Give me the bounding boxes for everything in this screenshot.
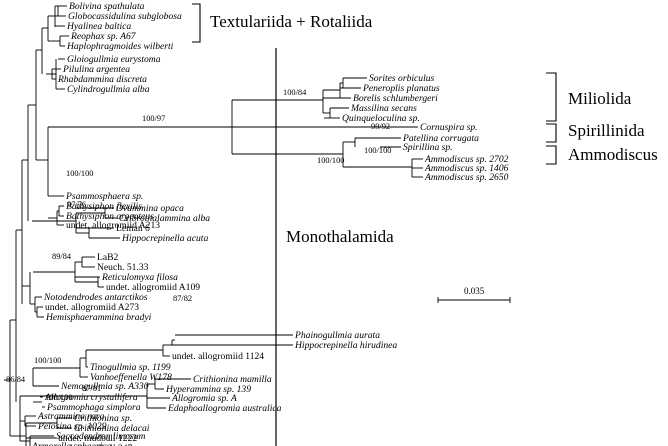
taxon-label-notodendrodes-antarctikos: Notodendrodes antarctikos <box>43 292 148 303</box>
taxon-label-sorites-orbiculus: Sorites orbiculus <box>369 73 435 84</box>
bootstrap-label: 100/100 <box>66 169 93 178</box>
clade-label-monothalamida: Monothalamida <box>286 227 394 246</box>
taxon-label-hemisphaerammina-bradyi: Hemisphaerammina bradyi <box>45 312 152 323</box>
taxon-label-tinogullmia-sp-1199: Tinogullmia sp. 1199 <box>90 362 171 373</box>
taxon-label-undet-allogromiid-a109: undet. allogromiid A109 <box>106 282 200 293</box>
taxon-label-vanhoeffenella-w178: Vanhoeffenella W178 <box>90 372 172 383</box>
taxon-label-haplophragmoides-wilberti: Haplophragmoides wilberti <box>66 41 174 52</box>
taxon-label-pelosina-sp-1029: Pelosina sp. 1029 <box>37 421 107 432</box>
taxon-label-bathysiphon-flexilis: Bathysiphon flexilis <box>66 201 142 212</box>
bootstrap-label: 89/84 <box>52 252 72 261</box>
bootstrap-label: 100/100 <box>364 146 391 155</box>
taxon-label-lab2: LaB2 <box>97 252 119 263</box>
taxon-label-phainogullmia-aurata: Phainogullmia aurata <box>294 330 380 341</box>
taxon-label-peneroplis-planatus: Peneroplis planatus <box>362 83 440 94</box>
bootstrap-label: 100/84 <box>283 88 307 97</box>
taxon-label-neuch-51-33: Neuch. 51.33 <box>97 262 149 273</box>
clade-bracket <box>546 145 557 165</box>
taxon-label-allogromia-sp-a: Allogromia sp. A <box>171 393 237 404</box>
taxon-label-cribrothalammina-alba: Cribrothalammina alba <box>119 213 210 224</box>
taxon-label-reophax-sp-a67: Reophax sp. A67 <box>70 31 137 42</box>
taxon-label-nemogullmia-sp-a330: Nemogullmia sp. A330 <box>60 381 149 392</box>
taxon-label-pilulina-argentea: Pilulina argentea <box>62 64 130 75</box>
clade-label-miliolida: Miliolida <box>568 89 632 108</box>
bootstrap-label: 86/84 <box>6 375 26 384</box>
bootstrap-label: 100/100 <box>34 356 61 365</box>
taxon-label-crithionina-sp: Crithionina sp. <box>74 413 132 424</box>
taxon-label-spirillina-sp: Spirillina sp. <box>403 142 453 153</box>
taxon-label-undet-mudball-1222: undet. mudball 1222 <box>58 433 137 444</box>
taxon-label-quinqueloculina-sp: Quinqueloculina sp. <box>342 113 420 124</box>
taxon-label-hippocrepinella-hirudinea: Hippocrepinella hirudinea <box>294 340 397 351</box>
taxon-label-hippocrepinella-acuta: Hippocrepinella acuta <box>121 233 208 244</box>
taxon-label-undet-allogromiid-a213: undet. allogromiid A213 <box>66 220 160 231</box>
bootstrap-label: 87/81 <box>82 384 101 393</box>
taxon-label-ammodiscus-sp-1406: Ammodiscus sp. 1406 <box>424 163 509 174</box>
taxon-label-leman-6: Leman 6 <box>116 223 150 234</box>
clade-bracket <box>546 123 557 143</box>
bootstrap-label: 97/76 <box>67 200 86 209</box>
clade-bracket <box>546 72 557 122</box>
taxon-label-globocassidulina-subglobosa: Globocassidulina subglobosa <box>68 11 182 22</box>
taxon-label-patellina-corrugata: Patellina corrugata <box>402 133 479 144</box>
taxon-label-hyperammina-sp-139: Hyperammina sp. 139 <box>165 384 251 395</box>
taxon-label-undet-allogromiid-a273: undet. allogromiid A273 <box>45 302 139 313</box>
taxon-label-psammosphaera-sp: Psammosphaera sp. <box>65 191 143 202</box>
taxon-label-armorella-sphaerica: Armorella sphaerica <box>31 441 112 446</box>
taxon-label-crithionina-delacai: Crithionina delacai <box>74 423 150 434</box>
taxon-label-reticulomyxa-filosa: Reticulomyxa filosa <box>101 272 178 283</box>
taxon-label-ammodiscus-sp-2650: Ammodiscus sp. 2650 <box>424 172 509 183</box>
taxon-label-rhabdammina-discreta: Rhabdammina discreta <box>57 74 147 85</box>
bootstrap-label: 100/100 <box>45 393 72 402</box>
taxon-label-bolivina-spathulata: Bolivina spathulata <box>69 1 145 12</box>
bootstrap-label: 99/92 <box>371 122 390 131</box>
taxon-label-ovammina-opaca: Ovammina opaca <box>116 203 184 214</box>
taxon-label-allogromia-crystallifera: Allogromia crystallifera <box>44 392 138 403</box>
taxon-label-psammophaga-simplora: Psammophaga simplora <box>46 402 141 413</box>
taxon-label-ammodiscus-sp-2702: Ammodiscus sp. 2702 <box>424 154 509 165</box>
taxon-label-cylindrogullmia-alba: Cylindrogullmia alba <box>67 84 150 95</box>
scale-bar-label: 0.035 <box>464 286 485 296</box>
bootstrap-label: 87/82 <box>173 294 192 303</box>
taxon-label-astrammina-rara: Astrammina rara <box>37 411 105 422</box>
taxon-label-saccodendron-limosum: Saccodendron limosum <box>56 431 146 442</box>
taxon-label-borelis-schlumbergeri: Borelis schlumbergeri <box>353 93 438 104</box>
taxon-label-cornuspira-sp: Cornuspira sp. <box>420 122 478 133</box>
bootstrap-label: 100/97 <box>142 114 165 123</box>
taxon-label-crithionina-mamilla: Crithionina mamilla <box>193 374 272 385</box>
clade-bracket <box>192 3 201 43</box>
clade-label-ammodiscus: Ammodiscus <box>568 145 658 164</box>
taxon-label-hyalinea-baltica: Hyalinea baltica <box>66 21 131 32</box>
taxon-label-edaphoallogromia-australica: Edaphoallogromia australica <box>167 403 282 414</box>
taxon-label-undet-mudball-347: undet. mudball 347 <box>58 443 133 446</box>
taxon-label-undet-allogromiid-1124: undet. allogromiid 1124 <box>172 351 264 362</box>
clade-label-spirillinida: Spirillinida <box>568 121 645 140</box>
taxon-label-massilina-secans: Massilina secans <box>350 103 417 114</box>
taxon-label-gloiogullmia-eurystoma: Gloiogullmia eurystoma <box>67 54 161 65</box>
clade-label-textulariida-rotaliida: Textulariida + Rotaliida <box>210 12 373 31</box>
bootstrap-label: 100/100 <box>317 156 344 165</box>
taxon-label-bathysiphon-argenteus: Bathysiphon argenteus <box>66 211 154 222</box>
